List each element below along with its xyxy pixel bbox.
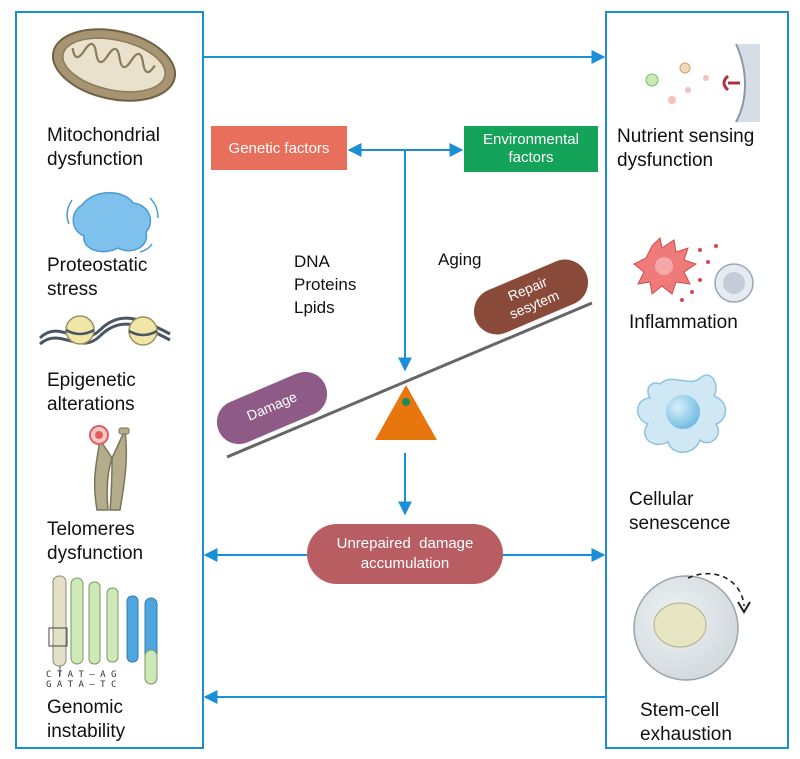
- stem-cell-icon: [633, 573, 751, 681]
- senescent-cell-icon: [637, 374, 727, 453]
- unrepaired-pill: [307, 524, 503, 584]
- seesaw-beam: [226, 301, 593, 459]
- genetic-factors-box: [211, 126, 347, 170]
- right-panel-frame: [605, 11, 789, 749]
- fulcrum-triangle: [375, 385, 437, 440]
- aging-label: Aging: [438, 250, 482, 269]
- protein-aggregate-icon: [66, 192, 159, 253]
- environmental-factors-box: [464, 126, 598, 172]
- dna-sequence: C T A T — A G G A T A — T C: [46, 670, 117, 690]
- nutrient-receptor-icon: [645, 43, 760, 123]
- chromosomes-icon: [48, 575, 158, 685]
- label-inflammation: Inflammation: [629, 312, 738, 333]
- genetic-factors-label: Genetic factors: [228, 139, 330, 157]
- damage-pill: [216, 371, 328, 445]
- repair-pill: [473, 259, 589, 335]
- immune-cell-icon: [633, 236, 754, 303]
- fulcrum-pivot: [402, 398, 410, 406]
- nucleosome-icon: [38, 315, 171, 346]
- chromosome-icon: [89, 425, 130, 511]
- mitochondria-icon: [51, 28, 177, 102]
- left-panel-frame: [15, 11, 204, 749]
